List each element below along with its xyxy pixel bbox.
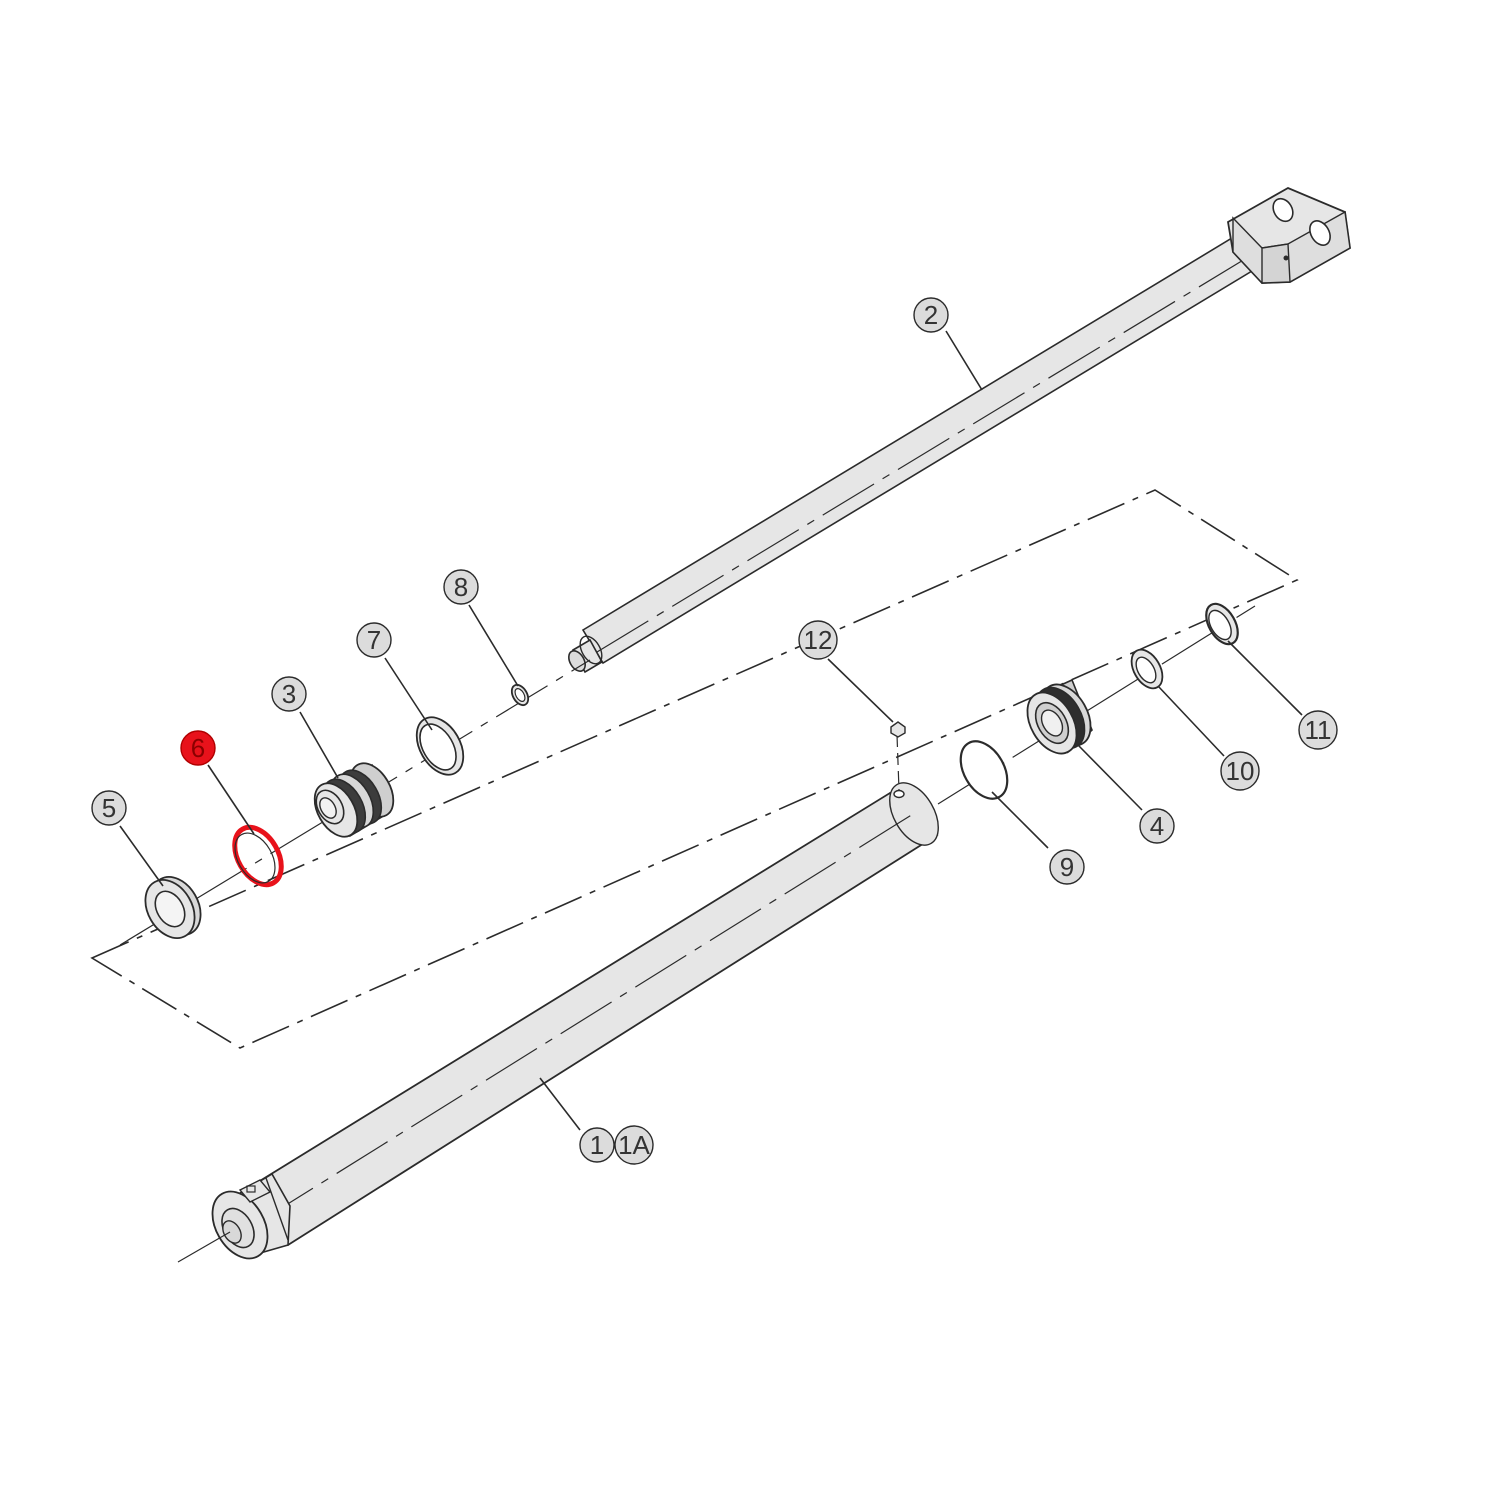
part-11-rod-seal (1205, 602, 1239, 646)
callout-5[interactable]: 5 (91, 790, 127, 826)
callout-11[interactable]: 11 (1298, 710, 1338, 750)
callout-4-label: 4 (1150, 811, 1164, 841)
right-assembly-axis (937, 605, 1256, 805)
callout-10[interactable]: 10 (1220, 751, 1260, 791)
cylinder-barrel (211, 782, 939, 1260)
leader-lines (119, 330, 1303, 1131)
callout-11-label: 11 (1305, 715, 1332, 745)
callout-7-label: 7 (367, 625, 381, 655)
callout-3-label: 3 (282, 679, 296, 709)
callout-balloons: 2 8 7 3 6 5 12 11 (91, 297, 1338, 1165)
part-8-small-o-ring (510, 683, 530, 707)
callout-7[interactable]: 7 (356, 622, 392, 658)
callout-1[interactable]: 1 (579, 1127, 615, 1163)
callout-12-label: 12 (804, 625, 833, 655)
callout-3[interactable]: 3 (271, 676, 307, 712)
part-3-piston (313, 762, 395, 838)
callout-1A[interactable]: 1A (614, 1125, 654, 1165)
part-5-bushing (144, 876, 202, 939)
port-plug-axis (896, 734, 900, 791)
callout-8-label: 8 (454, 572, 468, 602)
part-4-gland (1026, 678, 1093, 755)
callout-5-label: 5 (102, 793, 116, 823)
piston-rod (568, 186, 1351, 674)
callout-1A-label: 1A (618, 1130, 650, 1160)
callout-10-label: 10 (1226, 756, 1255, 786)
part-9-o-ring (959, 740, 1009, 800)
callout-4[interactable]: 4 (1139, 808, 1175, 844)
callout-6-label: 6 (191, 733, 205, 763)
callout-2-label: 2 (924, 300, 938, 330)
barrel-axis-extension (177, 1231, 231, 1263)
callout-2[interactable]: 2 (913, 297, 949, 333)
callout-12[interactable]: 12 (798, 620, 838, 660)
part-7-o-ring (415, 716, 465, 776)
callout-6[interactable]: 6 (180, 730, 216, 766)
part-10-wiper (1130, 648, 1164, 690)
part-12-plug (890, 721, 906, 738)
callout-9-label: 9 (1060, 852, 1074, 882)
callout-9[interactable]: 9 (1049, 849, 1085, 885)
part-6-wear-ring[interactable] (225, 819, 291, 893)
callout-1-label: 1 (590, 1130, 604, 1160)
callout-8[interactable]: 8 (443, 569, 479, 605)
